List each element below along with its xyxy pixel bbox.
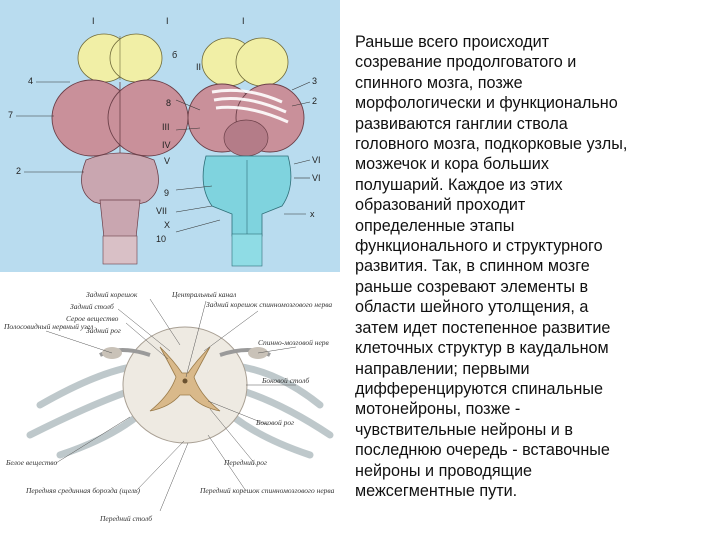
marker-10: 10	[156, 234, 166, 244]
marker-VII: VII	[156, 206, 167, 216]
marker-top-b: б	[172, 50, 177, 60]
marker-X: X	[164, 220, 170, 230]
label-lateral-horn: Боковой рог	[255, 418, 294, 427]
label-posterior-column: Задний столб	[70, 302, 114, 311]
label-spinal-nerve: Спинно-мозговой нерв	[258, 338, 330, 347]
spinal-cord-diagram: Задний корешок Задний столб Серое вещест…	[0, 285, 340, 540]
marker-top-2: I	[166, 16, 169, 26]
marker-top-3: I	[242, 16, 245, 26]
brain-dorsal-view	[51, 33, 189, 265]
body-text: Раньше всего происходит созревание продо…	[355, 33, 628, 500]
label-gray-matter: Серое вещество	[66, 314, 119, 323]
brain-ventral-view	[187, 37, 305, 267]
label-anterior-column: Передний столб	[99, 514, 152, 523]
marker-7: 7	[8, 110, 13, 120]
label-white-matter: Белое вещество	[5, 458, 57, 467]
marker-II: II	[196, 62, 201, 72]
marker-top-1: I	[92, 16, 95, 26]
marker-2-left: 2	[16, 166, 21, 176]
label-root-ganglion: Задний корешок спинномозгового нерва	[206, 300, 332, 309]
label-ventral-root: Передний корешок спинномозгового нерва	[199, 486, 335, 495]
marker-VI-1: VI	[312, 155, 321, 165]
label-lateral-cord: Полосовидный нервный узел	[3, 322, 93, 331]
marker-IV: IV	[162, 140, 171, 150]
label-lateral-column: Боковой столб	[261, 376, 309, 385]
marker-x: x	[310, 209, 315, 219]
label-central-canal: Центральный канал	[171, 290, 236, 299]
marker-9: 9	[164, 188, 169, 198]
marker-III: III	[162, 122, 170, 132]
label-posterior-root: Задний корешок	[86, 290, 138, 299]
marker-2-right: 2	[312, 96, 317, 106]
marker-8: 8	[166, 98, 171, 108]
label-anterior-fissure: Передняя срединная борозда (щель)	[25, 486, 141, 495]
label-posterior-horn: Задний рог	[86, 326, 121, 335]
brain-diagram: 4 7 2 I I I б II 8 III IV V 9 VII X 10 3…	[0, 0, 340, 272]
marker-V: V	[164, 156, 170, 166]
marker-4: 4	[28, 76, 33, 86]
marker-VI-2: VI	[312, 173, 321, 183]
label-anterior-horn: Передний рог	[223, 458, 267, 467]
marker-3: 3	[312, 76, 317, 86]
